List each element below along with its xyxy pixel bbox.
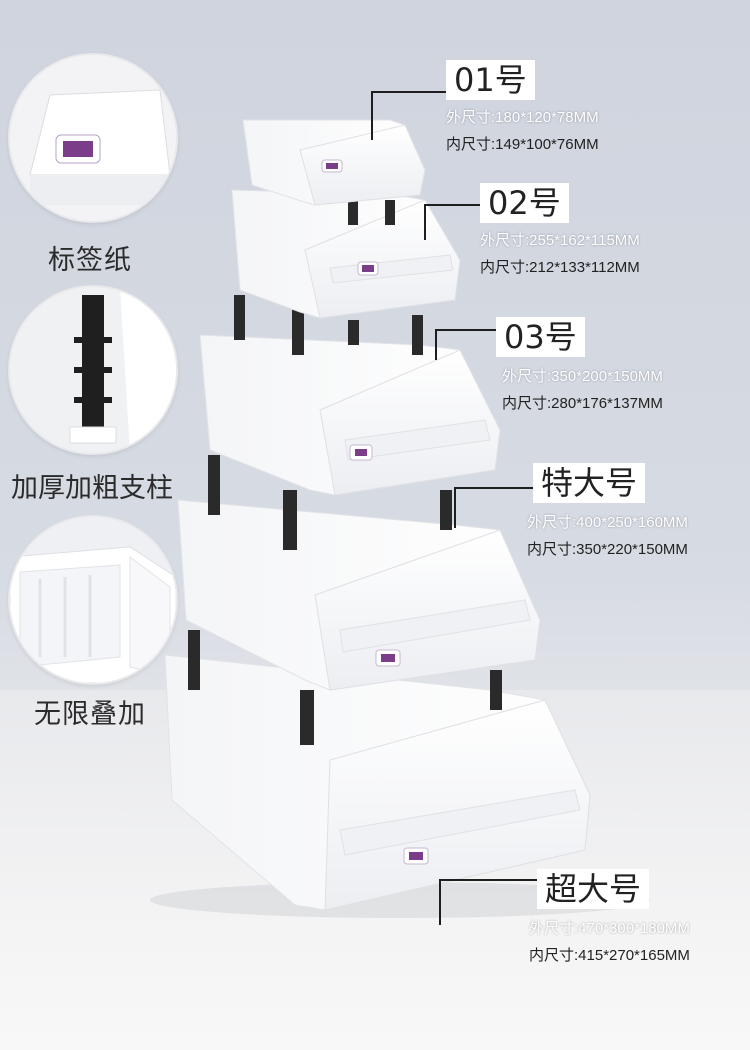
size-name: 03号: [496, 317, 585, 357]
size-name: 特大号: [533, 463, 646, 503]
support-posts-1: [348, 200, 395, 225]
bin-size-1: [242, 119, 426, 206]
outer-dimension: 外尺寸:255*162*115MM: [480, 232, 640, 249]
label-sticker-closeup-icon: [10, 55, 176, 221]
support-posts-2: [234, 295, 423, 355]
support-post-closeup-icon: [10, 287, 176, 453]
inner-dimension: 内尺寸:350*220*150MM: [527, 541, 688, 558]
bin-size-3: [199, 334, 501, 496]
size-name: 01号: [446, 60, 535, 100]
inner-dimension: 内尺寸:415*270*165MM: [529, 947, 690, 964]
bin-size-4: [177, 499, 541, 691]
floor-shadow: [150, 882, 650, 918]
size-name: 超大号: [537, 869, 650, 909]
inner-dimension: 内尺寸:280*176*137MM: [502, 395, 663, 412]
feature-label-1: 标签纸: [48, 245, 132, 276]
callout-lines: [371, 91, 540, 925]
outer-dimension: 外尺寸:470*300*180MM: [529, 920, 690, 937]
inner-dimension: 内尺寸:149*100*76MM: [446, 136, 599, 153]
support-posts-4: [188, 630, 502, 745]
outer-dimension: 外尺寸:180*120*78MM: [446, 109, 599, 126]
outer-dimension: 外尺寸:350*200*150MM: [502, 368, 663, 385]
feature-label-3: 无限叠加: [34, 699, 146, 730]
bin-size-5: [164, 654, 591, 911]
inner-dimension: 内尺寸:212*133*112MM: [480, 259, 640, 276]
stacking-closeup-icon: [10, 517, 176, 683]
support-posts-3: [208, 455, 452, 550]
feature-label-2: 加厚加粗支柱: [11, 473, 173, 504]
size-name: 02号: [480, 183, 569, 223]
outer-dimension: 外尺寸:400*250*160MM: [527, 514, 688, 531]
